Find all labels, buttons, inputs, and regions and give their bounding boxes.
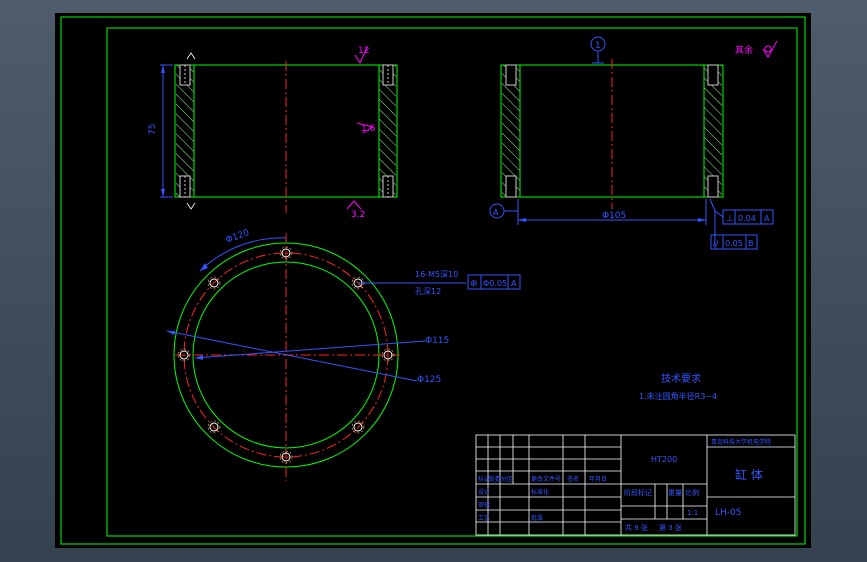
- front-view: 75 12 1.6 3.2: [148, 46, 398, 220]
- material-text: HT200: [651, 455, 677, 464]
- par-symbol: //: [713, 239, 719, 248]
- right-wall-hatch: [379, 65, 396, 197]
- sheets-total: 共 9 张: [625, 523, 648, 532]
- pos-symbol: ⊕: [470, 279, 478, 289]
- pos-value: Φ0.05: [483, 279, 507, 288]
- roughness-rest-text: 其余: [735, 44, 753, 56]
- school-text: 青岛科技大学机电学院: [711, 438, 771, 446]
- outer-border: [60, 16, 806, 545]
- title-block-text: HT200 青岛科技大学机电学院 缸 体 LH-05 阶段标记 重量 比例 1:…: [478, 438, 771, 532]
- scale-label: 比例: [685, 488, 699, 497]
- inner-border: [106, 27, 798, 537]
- row-change: 更改文件号: [531, 475, 561, 483]
- row-date: 年月日: [589, 475, 607, 483]
- d125-leader: [166, 330, 418, 382]
- tech-req-item1: 1.未注圆角半径R3~4: [639, 391, 717, 401]
- approve-label: 批准: [531, 514, 543, 522]
- title-block: [475, 434, 796, 536]
- scale-value: 1:1: [687, 509, 698, 517]
- drawing-no-text: LH-05: [715, 508, 741, 518]
- row-zone: 分区: [501, 475, 513, 483]
- diameter-dim-text: Φ105: [602, 211, 626, 221]
- std-label: 标准化: [531, 488, 549, 496]
- hole-spec-line2: 孔深12: [415, 287, 441, 296]
- perp-datum: A: [764, 214, 770, 223]
- row-sign: 签名: [567, 475, 579, 483]
- process-label: 工艺: [478, 514, 490, 522]
- d115-text: Φ115: [425, 336, 449, 346]
- weight-label: 重量: [668, 489, 682, 497]
- d125-text: Φ125: [417, 375, 441, 385]
- checker-label: 审核: [478, 501, 490, 509]
- par-value: 0.05: [725, 239, 743, 248]
- roughness-top-icon: [354, 46, 368, 65]
- roughness-rest-icon: [762, 40, 778, 58]
- designer-label: 设计: [478, 488, 490, 496]
- d115-leader: [194, 340, 426, 359]
- left-wall-hatch: [176, 65, 194, 197]
- roughness-mid-icon: [356, 122, 375, 134]
- hole-spec-line1: 16-M5深10: [415, 270, 458, 279]
- bolt-holes: [179, 248, 393, 462]
- drawing-svg: 75 12 1.6 3.2: [60, 16, 806, 545]
- height-dim-text: 75: [148, 124, 158, 135]
- sheet-no: 第 3 张: [659, 523, 682, 532]
- tolerance-frame-pos[interactable]: ⊕ Φ0.05 A: [467, 274, 521, 290]
- pos-datum: A: [511, 279, 517, 288]
- stage-label: 阶段标记: [624, 488, 652, 497]
- row-mark: 标记: [478, 475, 490, 483]
- row-count: 处数: [489, 475, 501, 483]
- drawing-canvas[interactable]: 75 12 1.6 3.2: [55, 13, 811, 548]
- datum-a-text: A: [493, 208, 499, 217]
- tech-requirements: 技术要求 1.未注圆角半径R3~4: [639, 372, 717, 401]
- roughness-bottom-icon: [346, 200, 362, 210]
- arc-dim: [199, 237, 287, 272]
- roughness-top-text: 12: [358, 46, 369, 56]
- roughness-mid-text: 1.6: [361, 124, 376, 134]
- side-view: 1 其余 Φ105 A: [489, 36, 778, 250]
- perp-value: 0.04: [738, 214, 756, 223]
- roughness-bottom-text: 3.2: [351, 210, 365, 220]
- perp-symbol: ⊥: [726, 214, 734, 224]
- par-datum: B: [748, 239, 754, 248]
- tech-req-title: 技术要求: [661, 372, 701, 385]
- tolerance-frame-par[interactable]: // 0.05 B: [710, 234, 758, 250]
- plan-view: Φ120 16-M5深10 孔深12 ⊕ Φ0.05 A Φ115: [166, 228, 521, 481]
- tolerance-frame-perp[interactable]: ⊥ 0.04 A: [722, 209, 774, 225]
- datum-top-text: 1: [595, 41, 601, 51]
- part-name-text: 缸 体: [735, 467, 763, 482]
